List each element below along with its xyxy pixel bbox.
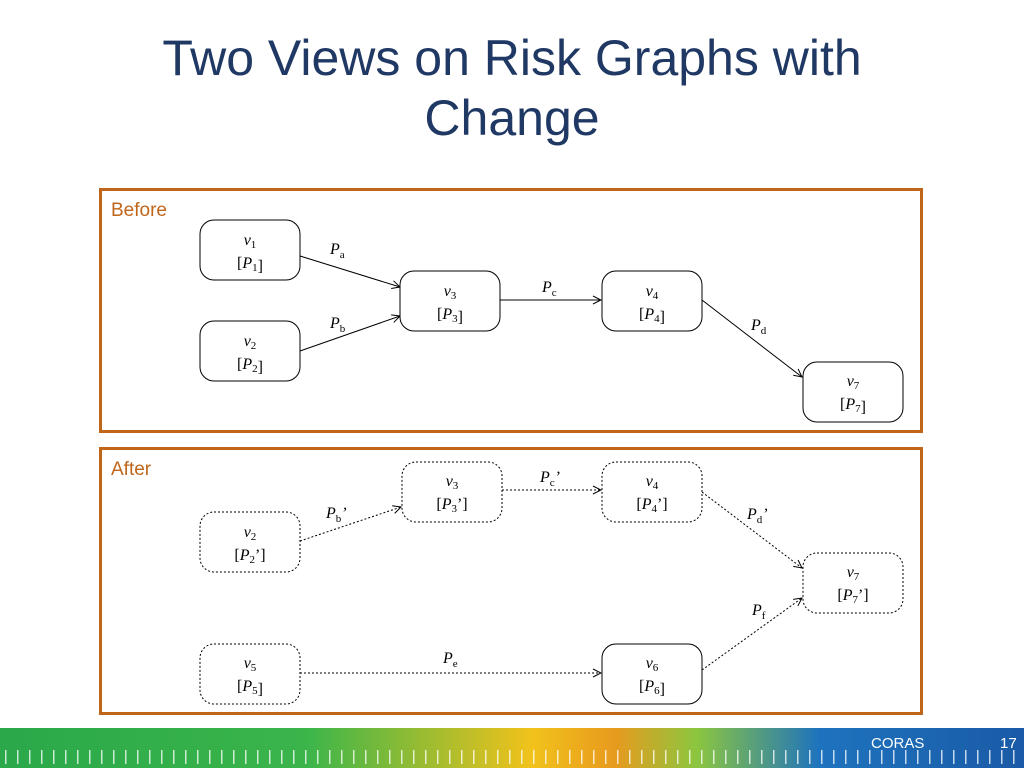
before-node-v1: v1 [P1]	[199, 219, 301, 281]
slide-title-line-1: Two Views on Risk Graphs with	[162, 30, 862, 86]
risk-graph-diagram: Pa Pb Pc Pd v1 [P1] v2 [P2] v3 [P3] v4 […	[199, 219, 904, 705]
after-node-v2: v2 [P2’]	[199, 511, 301, 573]
after-edge-label-e: Pe	[442, 650, 458, 670]
after-edge-label-b: Pb’	[325, 505, 347, 525]
before-node-v3: v3 [P3]	[399, 270, 501, 332]
svg-text:[P2’]: [P2’]	[234, 547, 265, 566]
before-edge-label-d: Pd	[750, 317, 767, 337]
after-node-v6: v6 [P6]	[601, 643, 703, 705]
after-edge-v4-v7	[701, 491, 802, 568]
after-node-v4: v4 [P4’]	[601, 461, 703, 523]
before-node-v7: v7 [P7]	[802, 361, 904, 423]
slide-title: Two Views on Risk Graphs with Change	[0, 28, 1024, 148]
footer-band	[0, 728, 1024, 768]
svg-text:v6: v6	[646, 655, 659, 674]
svg-text:v3: v3	[444, 283, 457, 302]
before-edge-label-c: Pc	[541, 279, 557, 299]
before-node-v2: v2 [P2]	[199, 320, 301, 382]
before-panel-label: Before	[111, 200, 167, 221]
svg-text:v2: v2	[244, 333, 257, 352]
footer-brand: CORAS	[871, 735, 925, 752]
before-edge-label-a: Pa	[329, 241, 345, 261]
after-edge-label-d: Pd’	[746, 506, 768, 526]
before-edge-v2-v3	[299, 316, 400, 352]
before-edge-label-b: Pb	[329, 315, 346, 335]
after-edge-v6-v7	[701, 598, 802, 671]
before-node-v4: v4 [P4]	[601, 270, 703, 332]
svg-text:v1: v1	[244, 232, 257, 251]
svg-text:v5: v5	[244, 655, 257, 674]
svg-text:v4: v4	[646, 283, 659, 302]
after-edge-label-f: Pf	[751, 602, 766, 622]
svg-text:[P7’]: [P7’]	[837, 587, 868, 606]
slide-title-line-2: Change	[424, 90, 600, 146]
svg-text:v3: v3	[446, 473, 459, 492]
svg-text:[P4’]: [P4’]	[636, 496, 667, 515]
svg-text:v2: v2	[244, 524, 257, 543]
after-edge-v2-v3	[299, 507, 401, 542]
svg-text:v7: v7	[847, 373, 860, 392]
after-panel-label: After	[111, 459, 152, 480]
after-node-v5: v5 [P5]	[199, 643, 301, 705]
svg-text:v4: v4	[646, 473, 659, 492]
page-number: 17	[1000, 735, 1017, 752]
after-edge-label-c: Pc’	[539, 469, 560, 489]
before-edge-v1-v3	[299, 255, 400, 287]
svg-text:v7: v7	[847, 564, 860, 583]
after-node-v3: v3 [P3’]	[401, 461, 503, 523]
before-edge-v4-v7	[701, 299, 802, 377]
svg-text:[P3’]: [P3’]	[436, 496, 467, 515]
after-node-v7: v7 [P7’]	[802, 552, 904, 614]
